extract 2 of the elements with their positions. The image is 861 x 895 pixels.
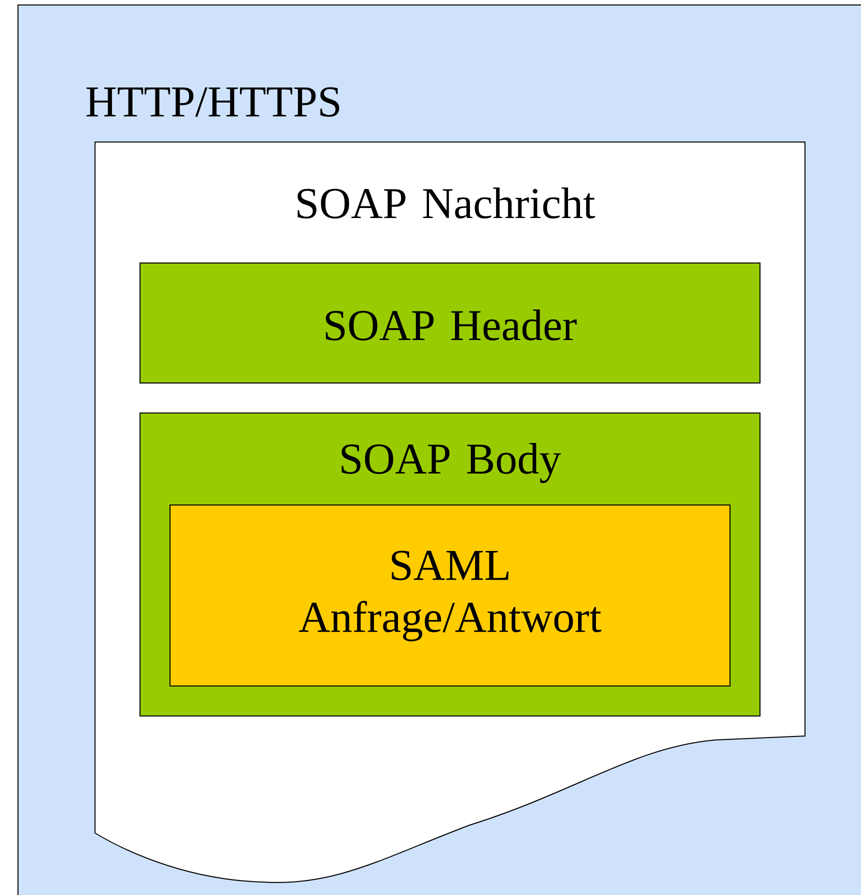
message-box: SAML Anfrage/Antwort <box>170 504 730 686</box>
header-box: SOAP Header <box>140 262 760 384</box>
